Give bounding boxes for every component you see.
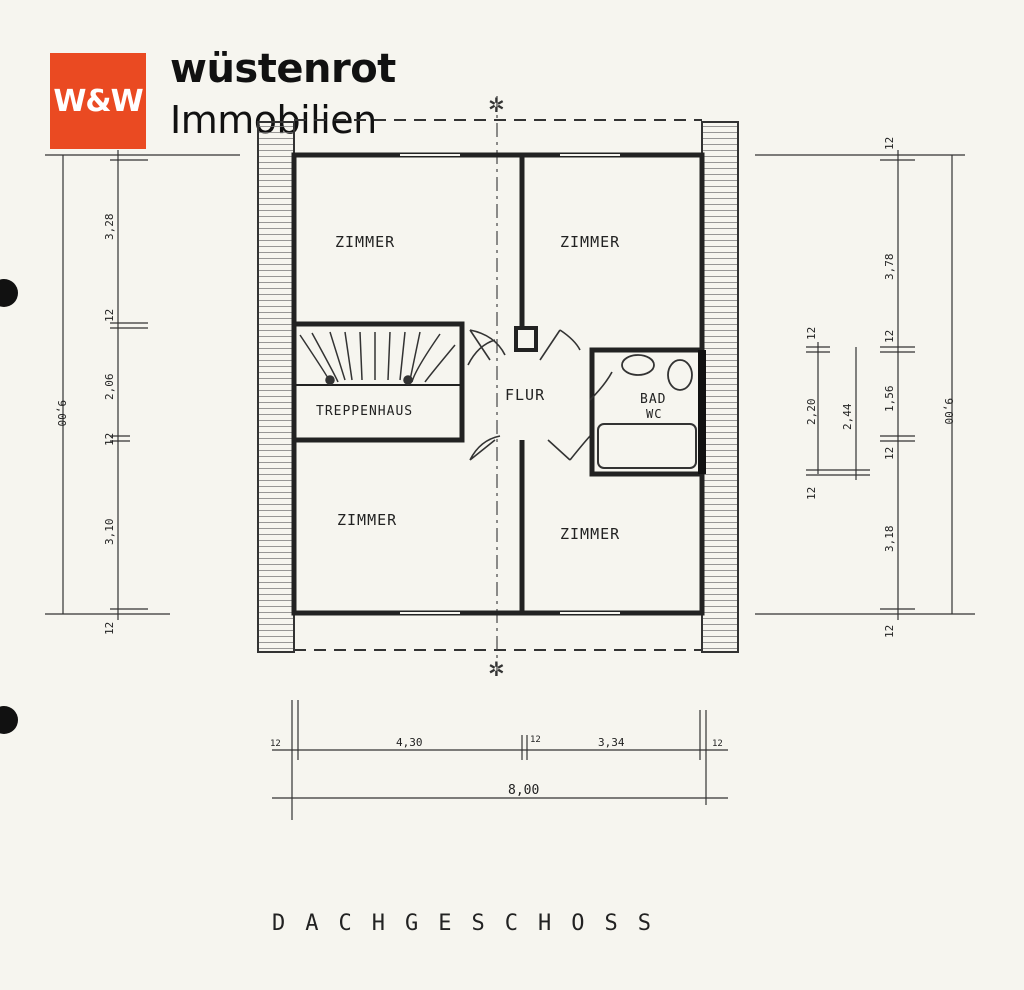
washbasin [621, 354, 655, 376]
dim-right-top-wall: 12 [883, 137, 896, 150]
brand-name: wüstenrot [170, 46, 396, 92]
dim-right-inner-wall-top: 12 [805, 327, 818, 340]
dim-bottom-seg2: 3,34 [598, 736, 625, 749]
axis-mark-bottom: ✲ [488, 657, 505, 681]
punch-hole-top [0, 279, 18, 307]
dim-left-wall3: 12 [103, 433, 116, 446]
logo: W&W [50, 53, 146, 149]
dim-left-seg2: 2,06 [103, 374, 116, 401]
dim-right-wall2: 12 [883, 330, 896, 343]
dim-bottom-seg1: 4,30 [396, 736, 423, 749]
stairwell [291, 321, 465, 443]
dim-left-bottom-wall: 12 [103, 622, 116, 635]
room-label-treppenhaus: TREPPENHAUS [316, 404, 413, 419]
dim-right-wall3: 12 [883, 447, 896, 460]
stairs [299, 331, 456, 385]
dim-right-seg3: 3,18 [883, 526, 896, 553]
roof-slope-left [257, 121, 295, 653]
dimension-chain-right [755, 150, 975, 620]
chimney [514, 326, 538, 352]
dim-left-seg1: 3,28 [103, 214, 116, 241]
dim-right-inner-total: 2,44 [841, 403, 854, 430]
roof-slope-right [701, 121, 739, 653]
doors [467, 329, 613, 461]
dim-right-seg1: 3,78 [883, 254, 896, 281]
dim-left-total: 9,00 [55, 400, 68, 427]
room-label-zimmer-ne: ZIMMER [560, 233, 620, 251]
dimension-chain-bottom [272, 700, 728, 820]
room-label-zimmer-sw: ZIMMER [337, 511, 397, 529]
punch-hole-bottom [0, 706, 18, 734]
dim-bottom-wall-left: 12 [270, 739, 281, 749]
dim-right-inner-seg: 2,20 [805, 399, 818, 426]
dim-right-bottom-wall: 12 [883, 625, 896, 638]
dim-right-inner-wall-bottom: 12 [805, 487, 818, 500]
dim-right-seg2: 1,56 [883, 386, 896, 413]
toilet [667, 359, 693, 391]
dim-bottom-wall-mid: 12 [530, 735, 541, 745]
room-label-zimmer-se: ZIMMER [560, 525, 620, 543]
bathtub [597, 423, 697, 469]
logo-mark: W&W [53, 83, 143, 119]
room-label-bad: BAD [640, 392, 666, 407]
dim-bottom-total: 8,00 [508, 783, 539, 798]
room-label-wc: WC [646, 407, 662, 421]
axis-mark-top: ✲ [488, 93, 505, 117]
dim-left-seg3: 3,10 [103, 519, 116, 546]
floor-title: DACHGESCHOSS [272, 911, 671, 936]
room-label-zimmer-nw: ZIMMER [335, 233, 395, 251]
room-label-flur: FLUR [505, 386, 545, 404]
dim-bottom-wall-right: 12 [712, 739, 723, 749]
dimension-chain-left [45, 150, 240, 620]
dim-right-total: 9,00 [942, 398, 955, 425]
dim-left-wall2: 12 [103, 309, 116, 322]
